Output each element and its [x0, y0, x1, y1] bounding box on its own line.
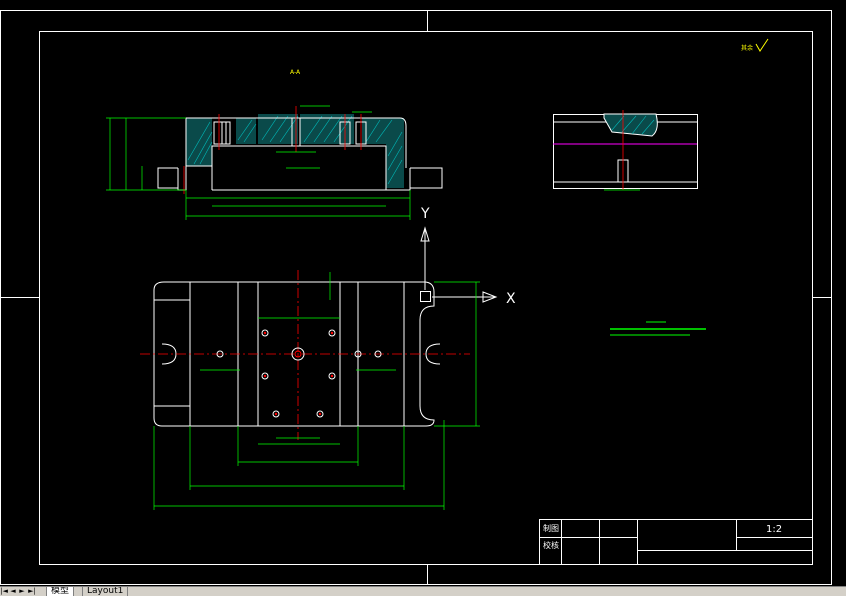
- axis-x-label: X: [506, 291, 516, 307]
- tab-nav-last-button[interactable]: ►|: [28, 587, 36, 595]
- title-block: [539, 519, 813, 565]
- title-block-checked-by: 校核: [543, 540, 559, 550]
- section-centerlines: [183, 106, 362, 194]
- title-block-scale: 1:2: [766, 524, 782, 535]
- tab-nav-next-button[interactable]: ►: [19, 587, 25, 595]
- tab-layout1[interactable]: Layout1: [82, 587, 129, 596]
- section-view-a-a: A-A: [106, 69, 443, 220]
- tab-nav-prev-button[interactable]: ◄: [10, 587, 16, 595]
- layout-tab-bar: |◄ ◄ ► ►| 模型 Layout1: [0, 586, 846, 596]
- tab-nav-first-button[interactable]: |◄: [0, 587, 8, 595]
- section-dimensions: [106, 105, 411, 220]
- section-hatch-lines: [187, 115, 403, 185]
- technical-note: [610, 321, 706, 336]
- title-block-drawn-by: 制图: [543, 523, 559, 533]
- axis-y-label: Y: [420, 206, 430, 222]
- side-detail-view: [553, 110, 698, 191]
- roughness-symbol: 其余: [741, 38, 769, 52]
- paper-frame: [0, 10, 832, 585]
- ucs-axis: Y X: [420, 206, 516, 307]
- roughness-note: 其余: [741, 44, 753, 52]
- plan-view: [140, 270, 480, 510]
- section-label: A-A: [290, 69, 301, 76]
- tab-model[interactable]: 模型: [46, 587, 75, 596]
